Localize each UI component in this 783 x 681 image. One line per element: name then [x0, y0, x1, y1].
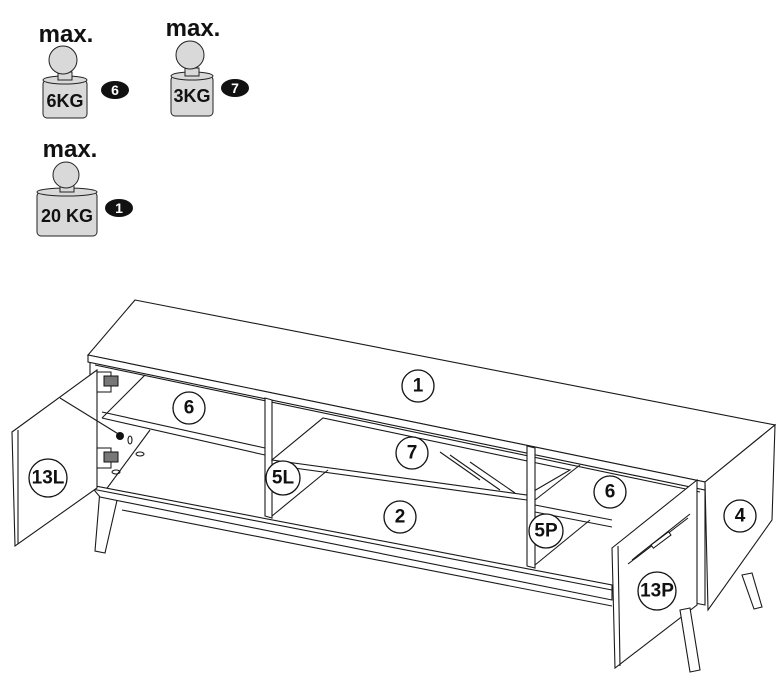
- part-label-5L: 5L: [265, 460, 301, 496]
- svg-text:5P: 5P: [534, 521, 558, 542]
- max-label: max.: [43, 136, 98, 163]
- svg-text:7: 7: [407, 443, 418, 464]
- part-badge: 6: [111, 82, 119, 98]
- svg-text:5L: 5L: [272, 468, 295, 489]
- divider-left: [264, 397, 273, 519]
- part-label-6-right: 6: [593, 475, 627, 509]
- load-limit-top-1: max. 20 KG 1: [36, 136, 133, 237]
- door-left: [11, 368, 98, 548]
- svg-text:6: 6: [605, 482, 616, 503]
- weight-value: 3KG: [173, 86, 210, 106]
- part-label-4: 4: [723, 499, 757, 533]
- svg-text:1: 1: [413, 376, 424, 397]
- divider-right: [526, 445, 536, 569]
- leg-back-right: [741, 572, 763, 610]
- part-badge: 1: [115, 200, 123, 216]
- svg-text:4: 4: [735, 506, 746, 527]
- weight-value: 6KG: [46, 91, 83, 111]
- part-label-7: 7: [395, 436, 429, 470]
- part-label-13L: 13L: [28, 458, 68, 498]
- max-label: max.: [166, 15, 221, 42]
- svg-text:2: 2: [395, 507, 406, 528]
- part-label-5P: 5P: [528, 513, 564, 549]
- svg-text:13L: 13L: [32, 468, 65, 489]
- part-badge: 7: [231, 80, 239, 96]
- svg-text:13P: 13P: [640, 581, 674, 602]
- svg-text:6: 6: [184, 398, 195, 419]
- max-label: max.: [39, 21, 94, 48]
- weight-value: 20 KG: [41, 206, 93, 226]
- part-label-1: 1: [401, 369, 435, 403]
- part-label-2: 2: [383, 500, 417, 534]
- leg-front-right: [679, 607, 701, 673]
- hinge-icon: [96, 371, 119, 469]
- load-limit-shelf-6: max. 6KG 6: [39, 21, 129, 119]
- load-limit-shelf-7: max. 3KG 7: [166, 15, 249, 117]
- tv-cabinet: [11, 299, 777, 673]
- handle-icon: [650, 531, 672, 549]
- part-label-13P: 13P: [637, 571, 677, 611]
- part-label-6-left: 6: [172, 391, 206, 425]
